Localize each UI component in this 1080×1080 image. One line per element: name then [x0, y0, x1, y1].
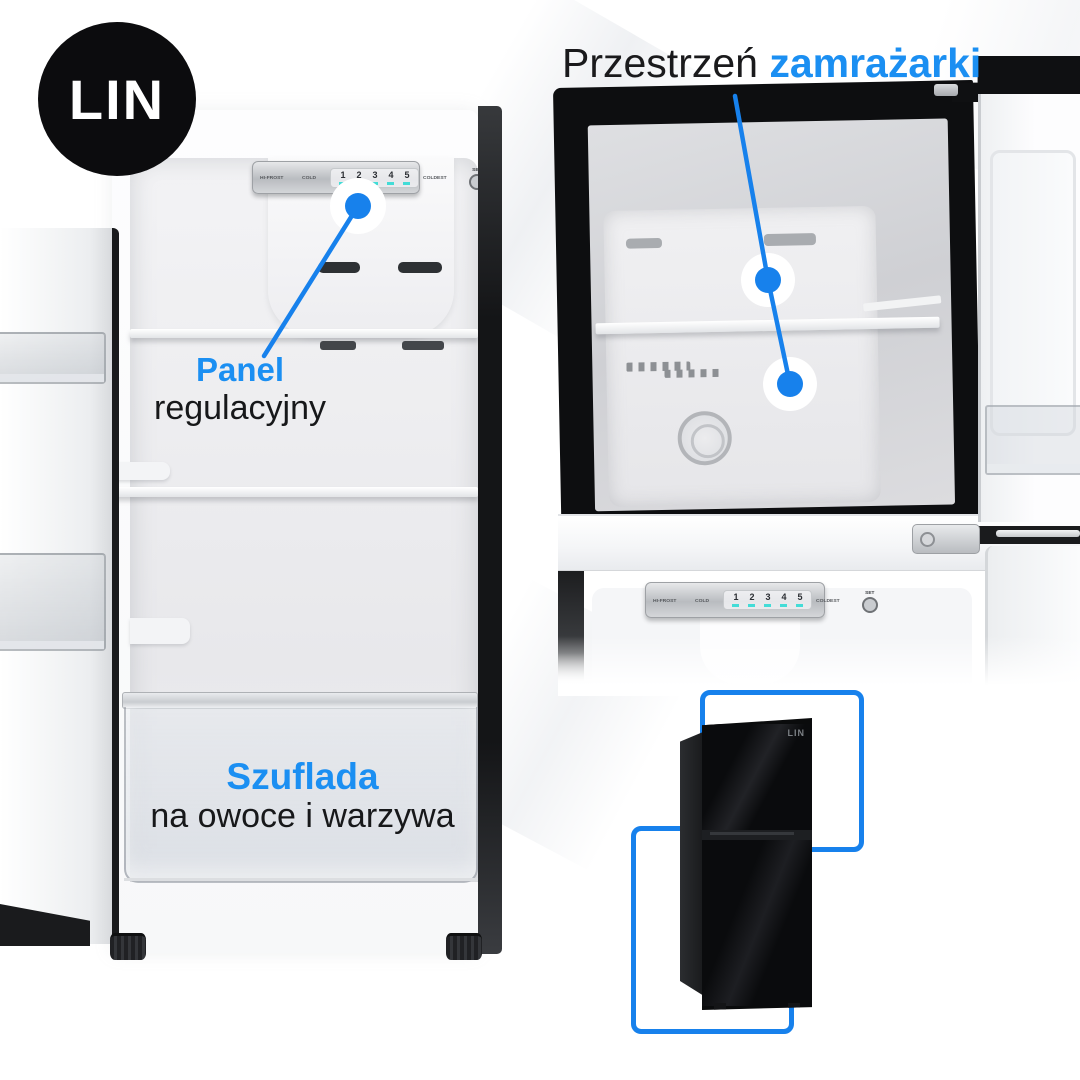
fridge-side-wall: [478, 106, 502, 954]
set-knob-icon: [861, 596, 878, 613]
vent-slot: [625, 237, 663, 249]
panel-number: 2: [748, 593, 756, 607]
panel-brand-label: HI-FROST: [653, 597, 677, 603]
headline: Przestrzeń zamrażarki: [562, 40, 981, 87]
wall-bracket: [130, 618, 190, 644]
panel-number: 1: [339, 170, 347, 185]
indicator-tick: [780, 604, 788, 607]
panel-brand-label: HI-FROST: [260, 174, 284, 181]
vent-slot: [763, 233, 817, 247]
product-foot: [788, 1003, 800, 1010]
panel-scale: 1 2 3 4 5: [723, 590, 813, 610]
door-bin: [0, 553, 106, 651]
vent-hash: [664, 368, 723, 378]
panel-annotation-highlight: Panel: [195, 351, 285, 388]
photo-fadeout: [558, 636, 1080, 696]
wall-bracket: [114, 462, 170, 480]
set-button: SET: [861, 588, 878, 613]
brand-logo: LIN: [38, 22, 196, 176]
indicator-tick: [732, 604, 740, 607]
indicator-tick: [355, 181, 363, 185]
headline-prefix: Przestrzeń: [562, 40, 770, 86]
product-fridge-front: LIN: [702, 718, 812, 1010]
panel-number: 2: [355, 170, 363, 185]
indicator-tick: [371, 181, 379, 185]
door-bin: [0, 332, 106, 384]
product-fridge-door: [702, 840, 812, 1006]
product-foot: [714, 1003, 726, 1010]
control-panel: HI-FROST COLD 1 2 3 4 5 COLDEST SET: [645, 582, 878, 618]
product-fridge-side: [680, 730, 706, 998]
shelf: [114, 487, 478, 497]
base-shadow-line: [124, 878, 478, 881]
shelf: [130, 329, 478, 338]
panel-number: 5: [796, 593, 804, 607]
fridge-foot: [446, 933, 482, 960]
product-brand-label: LIN: [787, 728, 805, 738]
shelf-clip: [320, 341, 356, 350]
vent-slot: [318, 262, 360, 273]
indicator-tick: [387, 181, 395, 185]
brand-logo-text: LIN: [68, 67, 166, 131]
freezer-door-bin: [985, 405, 1080, 475]
panel-number: 3: [764, 593, 772, 607]
door-bottom-edge: [0, 904, 90, 946]
indicator-tick: [748, 604, 756, 607]
panel-cold-label: COLD: [694, 597, 709, 603]
panel-scale: 1 2 3 4 5: [330, 167, 420, 188]
door-hinge-plate: [912, 524, 980, 554]
panel-cold-label: COLD: [301, 174, 316, 181]
hinge-pin: [934, 84, 958, 96]
product-freezer-door: [702, 724, 812, 830]
freezer-door-liner: [990, 150, 1076, 436]
drawer-annotation-highlight: Szuflada: [226, 756, 379, 797]
indicator-tick: [796, 604, 804, 607]
drawer-annotation-rest: na owoce i warzywa: [150, 797, 455, 836]
control-panel: HI-FROST COLD 1 2 3 4 5 COLDEST SET: [252, 161, 485, 194]
indicator-tick: [764, 604, 772, 607]
vent-slot: [398, 262, 442, 273]
panel-annotation-rest: regulacyjny: [154, 388, 326, 427]
fridge-door-open: [0, 228, 119, 946]
indicator-tick: [339, 181, 347, 185]
freezer-cavity: [587, 118, 956, 512]
product-door-divider: [702, 830, 812, 840]
indicator-tick: [403, 181, 411, 185]
panel-number: 1: [732, 593, 740, 607]
shelf-clip: [402, 341, 444, 350]
panel-number: 4: [780, 593, 788, 607]
panel-coldest-label: COLDEST: [423, 174, 448, 181]
panel-number: 4: [387, 170, 395, 185]
panel-annotation: Panel regulacyjny: [140, 351, 340, 427]
headline-highlight: zamrażarki: [769, 40, 982, 86]
crisper-drawer: [124, 707, 478, 883]
freezer-photo: [552, 79, 982, 524]
panel-coldest-label: COLDEST: [816, 597, 841, 603]
panel-number: 5: [403, 170, 411, 185]
product-door-handle: [710, 832, 794, 835]
freezer-back-wall: [603, 205, 881, 508]
fridge-foot: [110, 933, 146, 960]
product-fridge: LIN: [676, 716, 814, 1012]
door-hinge-rod: [996, 530, 1080, 537]
drawer-annotation: Szuflada na owoce i warzywa: [150, 756, 455, 836]
panel-number: 3: [371, 170, 379, 185]
